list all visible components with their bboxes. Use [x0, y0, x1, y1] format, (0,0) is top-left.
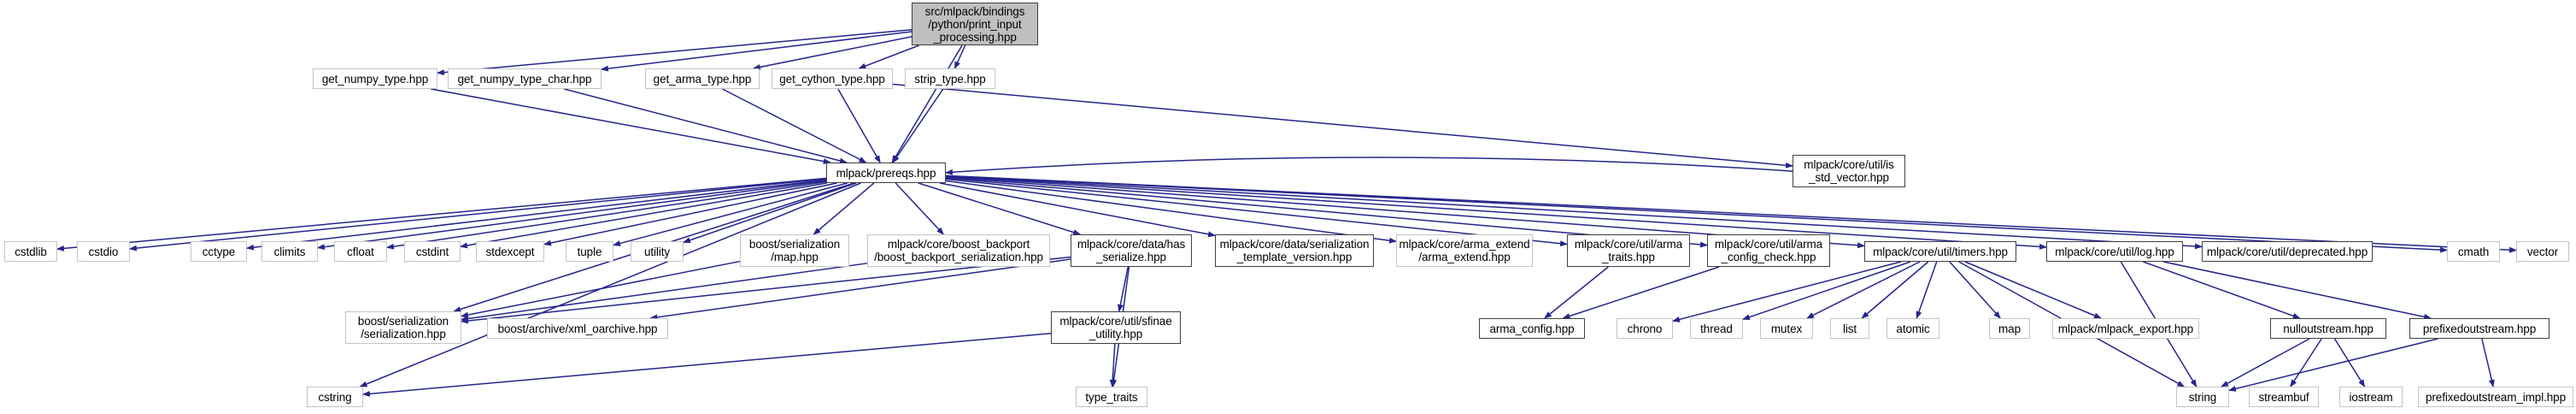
- graph-edge-armaconfigchk-to-armaconfig: [1562, 266, 1720, 319]
- graph-edge-nullout-to-string: [2221, 338, 2310, 387]
- graph-edge-prereqs-to-boostbp: [895, 182, 944, 235]
- graph-node-hasserial[interactable]: mlpack/core/data/has _serialize.hpp: [1071, 234, 1192, 267]
- graph-node-string[interactable]: string: [2176, 387, 2229, 407]
- graph-node-map[interactable]: map: [1989, 318, 2030, 339]
- graph-edge-striptype-to-prereqs: [892, 88, 944, 163]
- graph-edge-timers-to-mlpackexport: [1964, 261, 2102, 319]
- graph-node-prereqs[interactable]: mlpack/prereqs.hpp: [826, 163, 946, 183]
- graph-node-prefixout[interactable]: prefixedoutstream.hpp: [2409, 318, 2550, 339]
- graph-node-typetraits[interactable]: type_traits: [1076, 387, 1147, 407]
- graph-edge-prereqs-to-hasserial: [918, 182, 1082, 235]
- graph-node-cythontype[interactable]: get_cython_type.hpp: [772, 68, 893, 89]
- graph-node-cstdint[interactable]: cstdint: [404, 241, 461, 262]
- graph-node-numpy[interactable]: get_numpy_type.hpp: [313, 68, 437, 89]
- graph-node-atomic[interactable]: atomic: [1887, 318, 1939, 339]
- graph-edge-cythontype-to-prereqs: [837, 88, 881, 163]
- graph-edge-nullout-to-streambuf: [2290, 338, 2322, 387]
- graph-edge-timers-to-thread: [1742, 261, 1911, 321]
- graph-node-tuple[interactable]: tuple: [566, 241, 613, 262]
- graph-edge-prereqs-to-utility: [683, 182, 857, 244]
- graph-node-root[interactable]: src/mlpack/bindings /python/print_input …: [912, 3, 1038, 45]
- graph-node-striptype[interactable]: strip_type.hpp: [905, 68, 995, 89]
- graph-edge-numpychar-to-prereqs: [563, 88, 848, 164]
- graph-node-sfinae[interactable]: mlpack/core/util/sfinae _utility.hpp: [1051, 311, 1181, 344]
- graph-node-armatype[interactable]: get_arma_type.hpp: [645, 68, 760, 89]
- graph-edge-hasserial-to-sfinae: [1117, 266, 1129, 312]
- graph-edge-prereqs-to-armaextend: [945, 180, 1397, 244]
- graph-edge-prereqs-to-sertmplver: [939, 182, 1216, 238]
- graph-node-thread[interactable]: thread: [1690, 318, 1743, 339]
- graph-node-cfloat[interactable]: cfloat: [334, 241, 387, 262]
- graph-edge-prefixout-to-string: [2228, 338, 2438, 392]
- graph-node-nullout[interactable]: nulloutstream.hpp: [2270, 318, 2386, 339]
- graph-edge-sfinae-to-cstring: [362, 332, 1052, 397]
- graph-node-list[interactable]: list: [1830, 318, 1869, 339]
- graph-node-deprecated[interactable]: mlpack/core/util/deprecated.hpp: [2202, 241, 2373, 262]
- graph-edge-prereqs-to-cstring: [359, 182, 861, 387]
- graph-node-armatraits[interactable]: mlpack/core/util/arma _traits.hpp: [1567, 234, 1690, 267]
- graph-node-cstring[interactable]: cstring: [307, 387, 363, 407]
- graph-node-armaconfigchk[interactable]: mlpack/core/util/arma _config_check.hpp: [1707, 234, 1830, 267]
- graph-node-armaconfig[interactable]: arma_config.hpp: [1479, 318, 1585, 339]
- graph-node-prefiximpl[interactable]: prefixedoutstream_impl.hpp: [2418, 387, 2573, 407]
- graph-node-utility[interactable]: utility: [631, 241, 684, 262]
- graph-edge-armatype-to-prereqs: [722, 88, 867, 163]
- graph-node-cstdlib[interactable]: cstdlib: [4, 241, 57, 262]
- graph-edge-root-to-numpy: [437, 28, 912, 76]
- graph-edge-prereqs-to-boostmap: [813, 182, 875, 235]
- graph-edge-timers-to-list: [1861, 261, 1929, 319]
- graph-edge-root-to-striptype: [954, 44, 966, 69]
- graph-node-armaextend[interactable]: mlpack/core/arma_extend /arma_extend.hpp: [1396, 234, 1533, 267]
- graph-edge-log-to-nullout: [2143, 261, 2301, 319]
- graph-node-boostmap[interactable]: boost/serialization /map.hpp: [740, 234, 849, 267]
- graph-node-boostbp[interactable]: mlpack/core/boost_backport /boost_backpo…: [867, 234, 1050, 267]
- graph-node-numpychar[interactable]: get_numpy_type_char.hpp: [448, 68, 601, 89]
- graph-node-boostser[interactable]: boost/serialization /serialization.hpp: [345, 311, 461, 344]
- graph-node-streambuf[interactable]: streambuf: [2249, 387, 2319, 407]
- graph-edge-isstdvector-to-prereqs: [945, 157, 1793, 175]
- graph-node-chrono[interactable]: chrono: [1617, 318, 1673, 339]
- graph-edge-boostmap-to-boostser: [461, 260, 741, 318]
- graph-edge-hasserial-to-xmloarchive: [649, 258, 1071, 321]
- graph-edge-root-to-cythontype: [858, 44, 920, 69]
- graph-edge-numpy-to-prereqs: [431, 88, 831, 164]
- graph-edge-timers-to-chrono: [1672, 261, 1902, 322]
- graph-edge-armatraits-to-armaconfig: [1544, 266, 1609, 319]
- graph-edge-timers-to-map: [1949, 261, 2001, 319]
- graph-node-xmloarchive[interactable]: boost/archive/xml_oarchive.hpp: [487, 318, 668, 339]
- graph-edge-cythontype-to-isstdvector: [892, 83, 1793, 169]
- graph-node-vector[interactable]: vector: [2516, 241, 2569, 262]
- graph-edge-prereqs-to-cstdlib: [56, 177, 827, 251]
- graph-node-iostream[interactable]: iostream: [2339, 387, 2403, 407]
- graph-node-sertmplver[interactable]: mlpack/core/data/serialization _template…: [1215, 234, 1374, 267]
- graph-edge-root-to-prereqs: [891, 44, 963, 163]
- graph-node-mutex[interactable]: mutex: [1760, 318, 1813, 339]
- graph-node-mlpackexport[interactable]: mlpack/mlpack_export.hpp: [2052, 318, 2199, 339]
- graph-edge-sfinae-to-typetraits: [1109, 343, 1116, 387]
- graph-node-cstdio[interactable]: cstdio: [77, 241, 130, 262]
- graph-edge-root-to-armatype: [752, 36, 912, 70]
- graph-edge-timers-to-atomic: [1916, 261, 1938, 319]
- graph-edge-nullout-to-iostream: [2333, 338, 2366, 387]
- graph-edge-boostbp-to-boostser: [461, 263, 868, 322]
- graph-node-timers[interactable]: mlpack/core/util/timers.hpp: [1864, 241, 2016, 262]
- graph-node-log[interactable]: mlpack/core/util/log.hpp: [2046, 241, 2183, 262]
- graph-edge-prefixout-to-prefiximpl: [2481, 338, 2495, 387]
- graph-node-climits[interactable]: climits: [261, 241, 318, 262]
- graph-edge-log-to-prefixout: [2162, 261, 2432, 320]
- graph-edge-root-to-numpychar: [601, 31, 912, 72]
- graph-edge-prereqs-to-cstdio: [129, 178, 827, 251]
- graph-node-stdexcept[interactable]: stdexcept: [476, 241, 544, 262]
- graph-edge-timers-to-mutex: [1806, 261, 1921, 319]
- graph-node-cmath[interactable]: cmath: [2447, 241, 2500, 262]
- graph-node-cctype[interactable]: cctype: [191, 241, 247, 262]
- graph-node-isstdvector[interactable]: mlpack/core/util/is _std_vector.hpp: [1793, 155, 1905, 187]
